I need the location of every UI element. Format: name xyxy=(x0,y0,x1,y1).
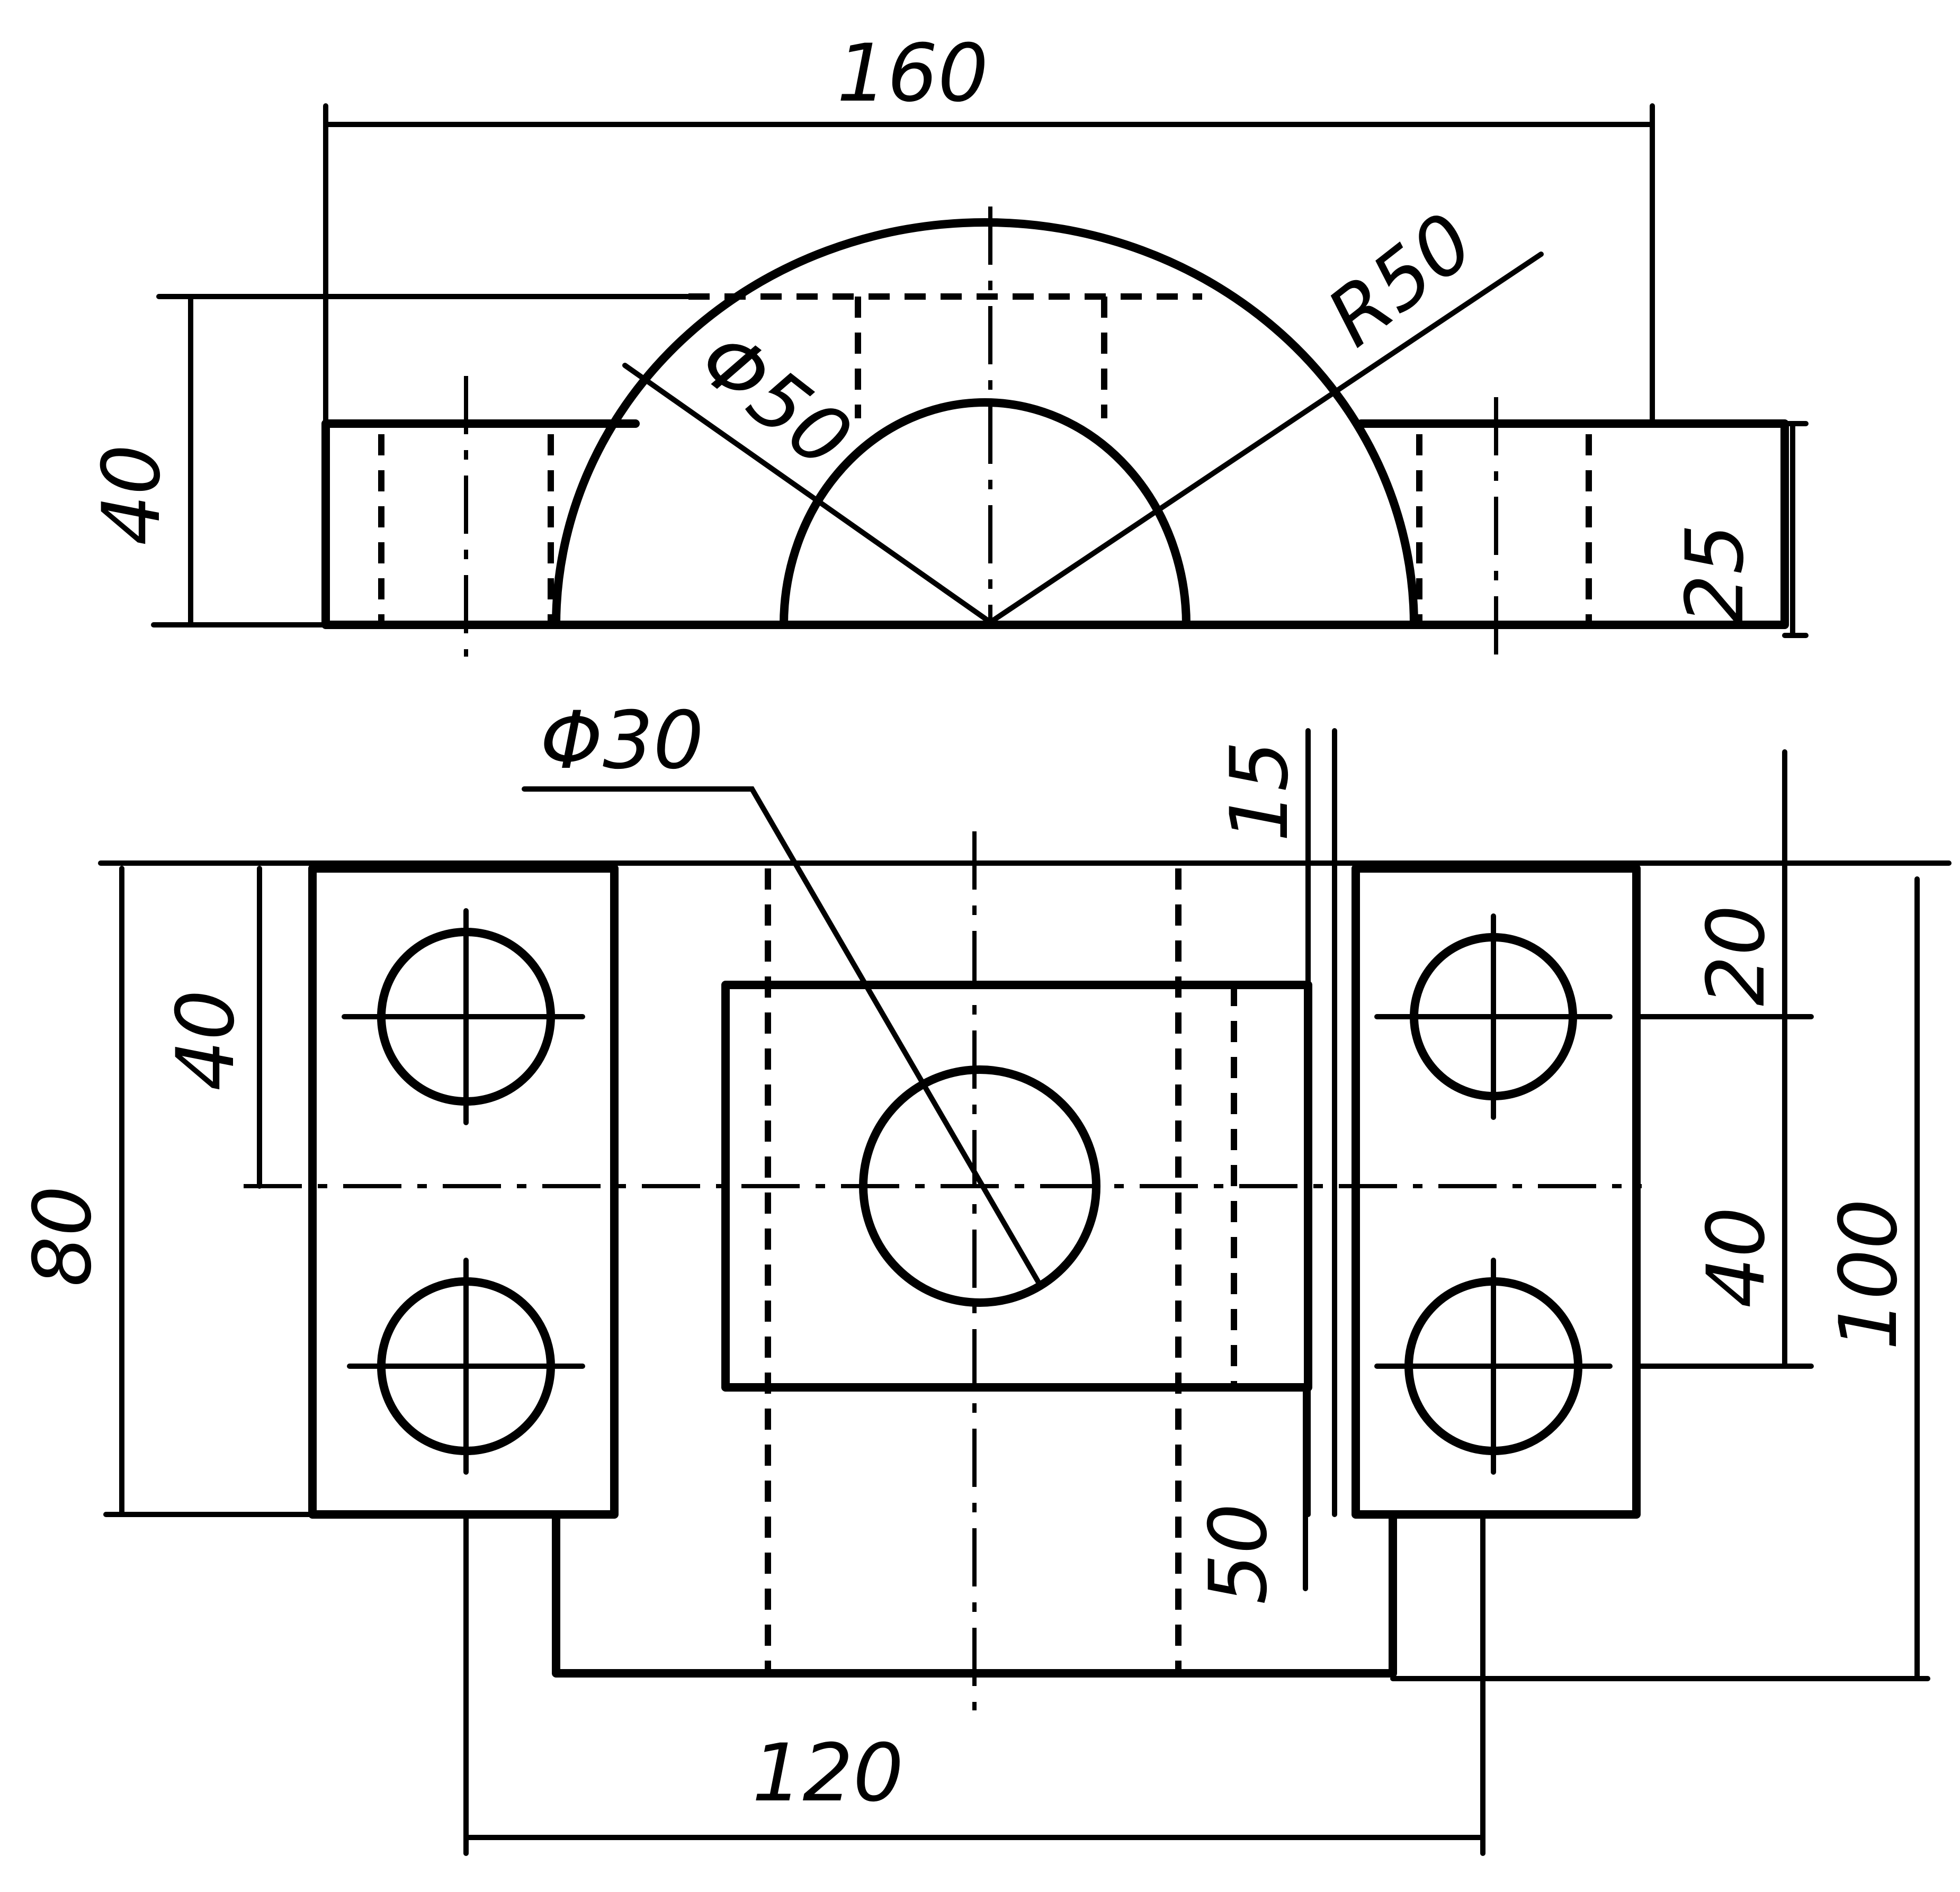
leader-phi30 xyxy=(522,786,1041,1284)
label-r50: R50 xyxy=(1311,196,1491,365)
top-view xyxy=(151,103,1809,657)
label-100: 100 xyxy=(1823,1199,1915,1350)
label-80: 80 xyxy=(17,1186,109,1287)
top-base-outline xyxy=(321,419,1789,629)
left-flange xyxy=(308,864,619,1519)
radius-leader-r50 xyxy=(988,252,1544,625)
label-40-left: 40 xyxy=(160,990,252,1091)
outer-arc xyxy=(552,218,1418,629)
label-20: 20 xyxy=(1690,905,1783,1006)
label-160: 160 xyxy=(837,28,988,120)
right-flange xyxy=(1352,864,1641,1519)
bottom-view xyxy=(98,728,1952,1856)
label-phi30: Φ30 xyxy=(540,695,704,787)
label-40-right: 40 xyxy=(1690,1207,1783,1308)
diameter-leader-phi50 xyxy=(622,363,993,625)
label-120: 120 xyxy=(752,1727,903,1819)
label-phi50: Φ50 xyxy=(682,313,868,486)
label-25: 25 xyxy=(1669,524,1761,625)
label-40-top: 40 xyxy=(86,444,178,545)
inner-arc xyxy=(780,398,1191,629)
hole-crosshairs xyxy=(342,908,1613,1475)
label-50: 50 xyxy=(1193,1503,1285,1604)
label-15: 15 xyxy=(1214,741,1306,842)
